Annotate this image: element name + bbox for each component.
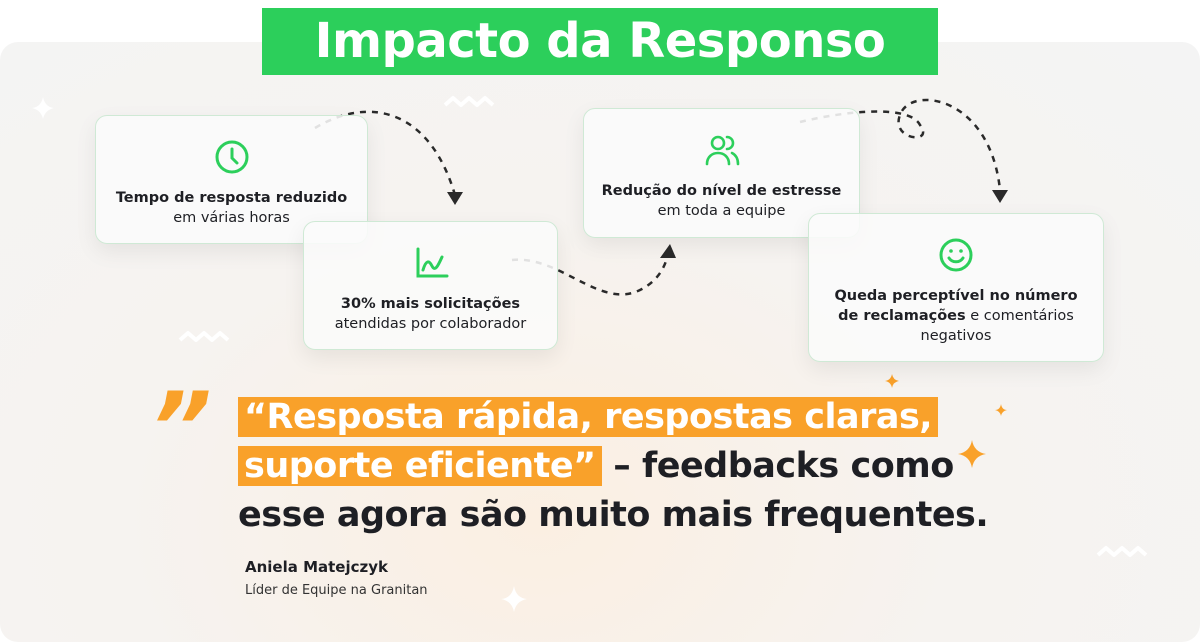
author-name: Aniela Matejczyk	[245, 558, 388, 576]
author-role: Líder de Equipe na Granitan	[245, 583, 428, 598]
quote-mark-icon: ”	[150, 372, 212, 484]
users-icon	[705, 135, 739, 166]
card-bold-text: Redução do nível de estresse	[601, 183, 842, 199]
dashed-arrows	[314, 98, 1008, 468]
clock-icon	[215, 140, 248, 174]
impact-card-complaints: Queda perceptível no número de reclamaçõ…	[808, 213, 1104, 362]
card-text: e comentários negativos	[920, 308, 1074, 344]
quote-rest: – feedbacks como esse agora são muito ma…	[238, 446, 989, 535]
quote-highlight-1: “Resposta rápida, respostas claras,	[238, 397, 939, 437]
card-bold-text: 30% mais solicitações	[340, 296, 521, 312]
testimonial-quote: “Resposta rápida, respostas claras, supo…	[238, 393, 1038, 540]
card-text: em várias horas	[173, 210, 290, 226]
impact-card-requests: 30% mais solicitações atendidas por cola…	[303, 221, 558, 350]
card-text: em toda a equipe	[657, 203, 786, 219]
card-text: atendidas por colaborador	[334, 316, 527, 332]
card-bold-text: Tempo de resposta reduzido	[115, 190, 348, 206]
chart-line-icon	[416, 247, 448, 278]
card-bold-text: Queda perceptível no número de reclamaçõ…	[834, 288, 1078, 324]
page-title: Impacto da Responso	[262, 8, 938, 75]
smile-icon	[939, 238, 973, 272]
quote-highlight-2: suporte eficiente”	[238, 446, 602, 486]
